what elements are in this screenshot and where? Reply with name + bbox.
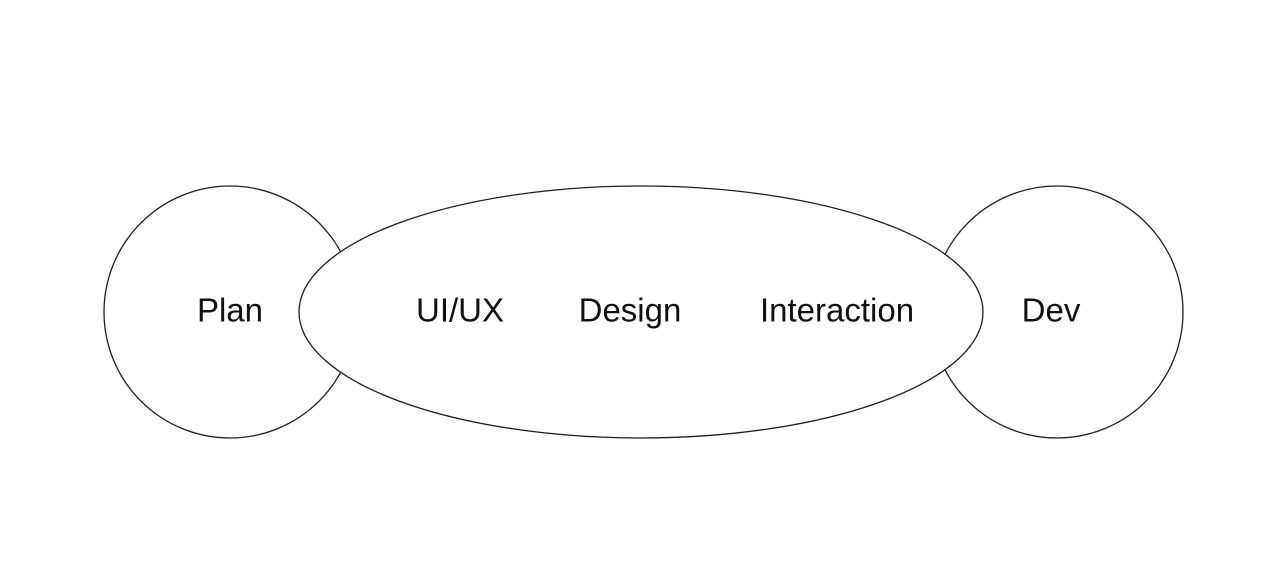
- design-ellipse: [298, 185, 984, 439]
- plan-label: Plan: [197, 292, 263, 329]
- interaction-label: Interaction: [760, 292, 914, 329]
- uiux-label: UI/UX: [416, 292, 504, 329]
- design-label: Design: [579, 292, 682, 329]
- dev-label: Dev: [1022, 292, 1081, 329]
